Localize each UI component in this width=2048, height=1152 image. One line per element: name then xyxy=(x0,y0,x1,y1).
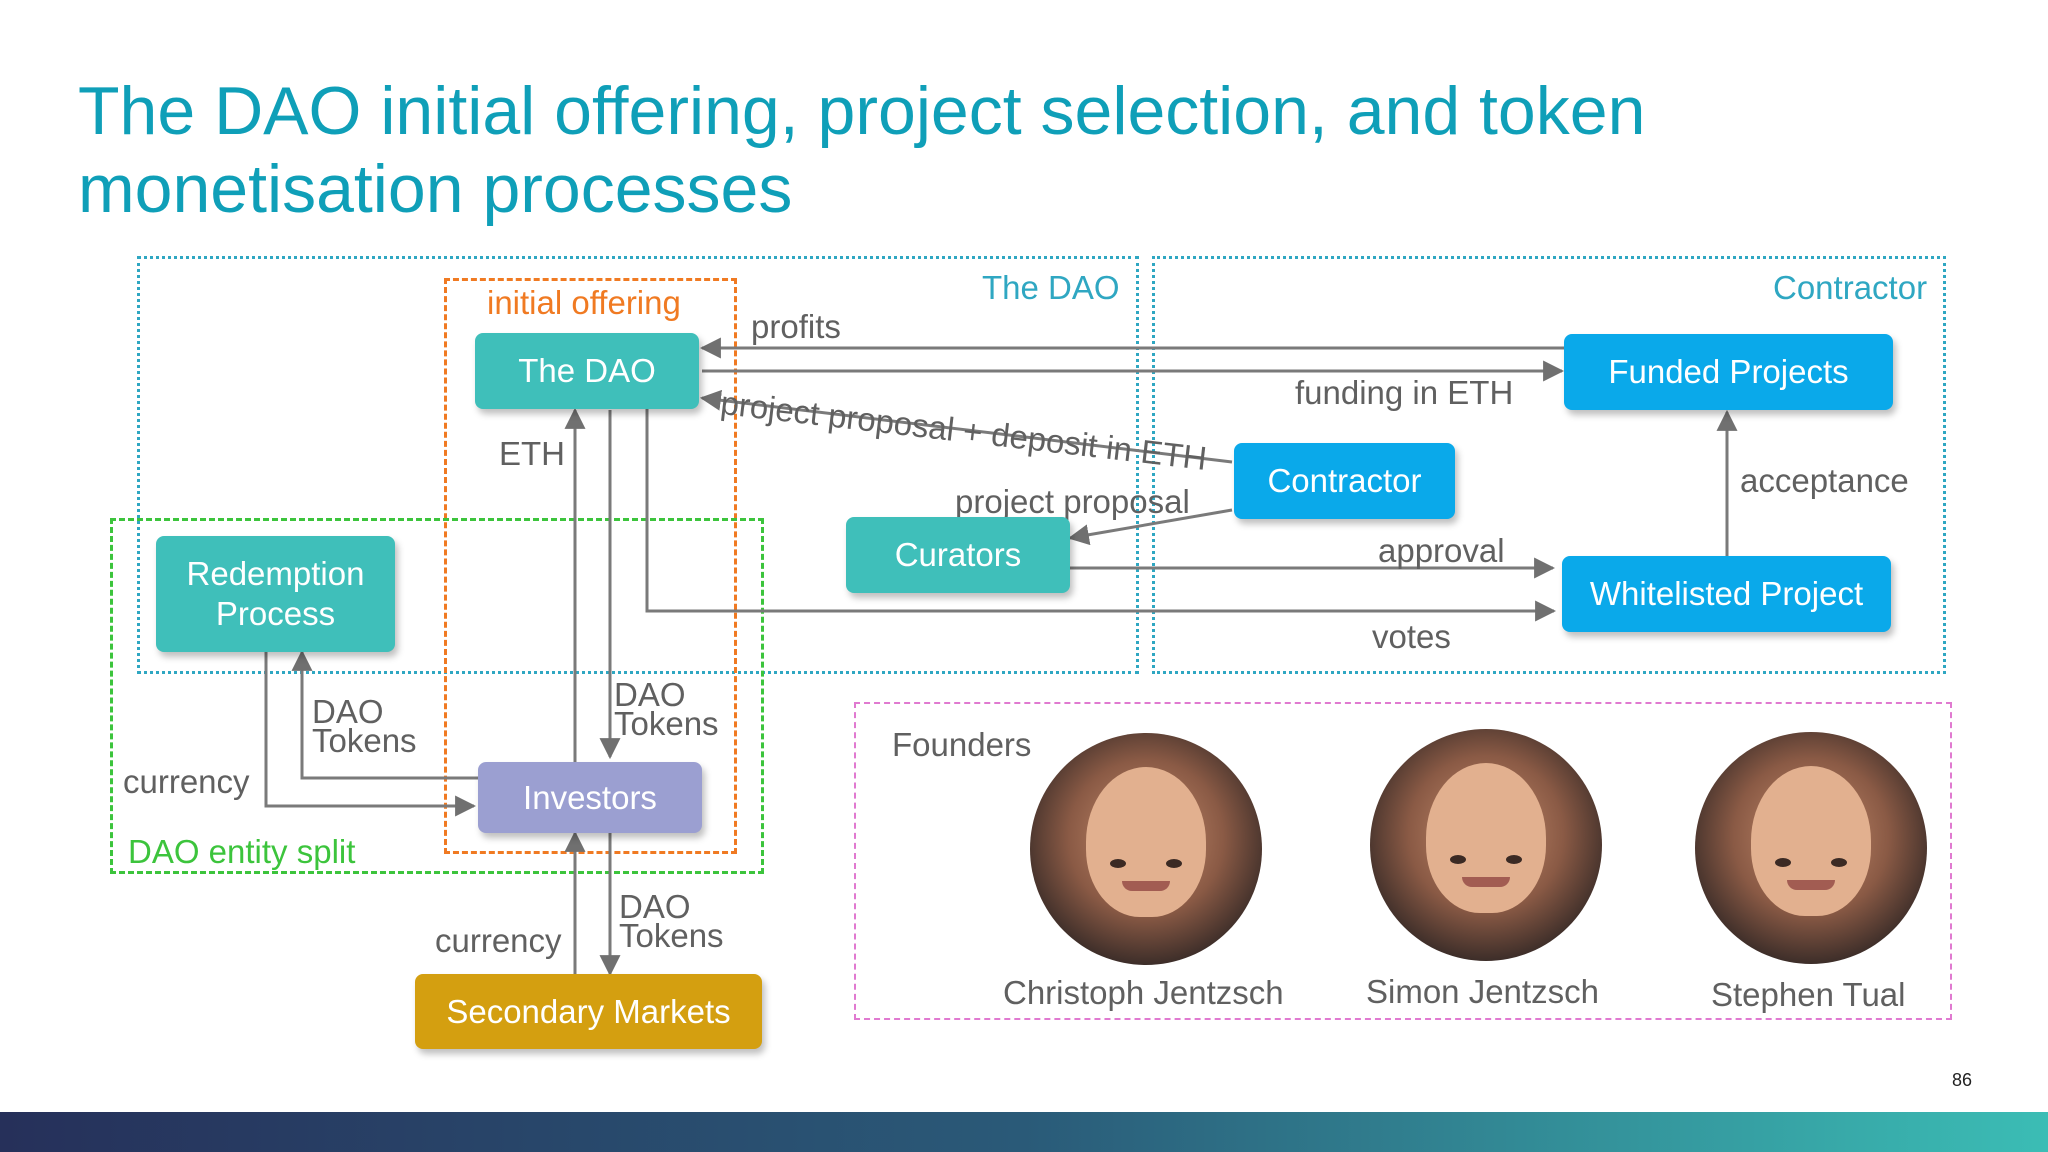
contractor-node: Contractor xyxy=(1234,443,1455,519)
dao-tokens-3-line1: DAO xyxy=(619,888,691,925)
dao-tokens-1-line1: DAO xyxy=(614,676,686,713)
page-number: 86 xyxy=(1952,1070,1973,1090)
votes-label: votes xyxy=(1372,618,1451,655)
edge-votes xyxy=(645,409,1557,622)
dao-tokens-label-3: DAO Tokens xyxy=(619,890,724,952)
initial-offering-region xyxy=(444,278,737,854)
redemption-line1: Redemption xyxy=(186,555,365,592)
the-dao-node: The DAO xyxy=(475,333,699,409)
initial-offering-label: initial offering xyxy=(487,284,681,321)
dao-tokens-label-1: DAO Tokens xyxy=(614,678,719,740)
edge-currency-redemption xyxy=(264,652,477,817)
dao-tokens-2-line1: DAO xyxy=(312,693,384,730)
investors-node: Investors xyxy=(478,762,702,833)
edge-project-proposal xyxy=(1067,508,1233,546)
the-dao-region-label: The DAO xyxy=(982,269,1120,306)
dao-tokens-3-line2: Tokens xyxy=(619,917,724,954)
edge-proposal-deposit xyxy=(699,389,1233,464)
dao-entity-split-region xyxy=(110,518,764,874)
currency-label-2: currency xyxy=(435,922,562,959)
redemption-process-node: Redemption Process xyxy=(156,536,395,652)
title-line-2: monetisation processes xyxy=(78,151,793,227)
funded-projects-node: Funded Projects xyxy=(1564,334,1893,410)
approval-label: approval xyxy=(1378,532,1505,569)
founders-label: Founders xyxy=(892,726,1032,763)
footer-gradient-bar xyxy=(0,1112,2048,1152)
curators-node: Curators xyxy=(846,517,1070,593)
dao-tokens-1-line2: Tokens xyxy=(614,705,719,742)
founder-photo-stephen xyxy=(1695,732,1927,964)
profits-label: profits xyxy=(751,308,841,345)
the-dao-region xyxy=(137,256,1139,674)
contractor-region xyxy=(1152,256,1946,674)
founder-photo-christoph xyxy=(1030,733,1262,965)
contractor-region-label: Contractor xyxy=(1773,269,1928,306)
dao-tokens-label-2: DAO Tokens xyxy=(312,695,417,757)
redemption-line2: Process xyxy=(215,595,336,632)
edge-dao-tokens-redemption xyxy=(291,649,478,780)
whitelisted-project-node: Whitelisted Project xyxy=(1562,556,1891,632)
project-proposal-label: project proposal xyxy=(955,483,1190,520)
title-line-1: The DAO initial offering, project select… xyxy=(78,73,1646,149)
founders-region xyxy=(854,702,1952,1020)
acceptance-label: acceptance xyxy=(1740,462,1909,499)
entity-split-label: DAO entity split xyxy=(128,833,356,870)
funding-label: funding in ETH xyxy=(1295,374,1514,411)
founder-name-christoph: Christoph Jentzsch xyxy=(1003,974,1284,1011)
currency-label-1: currency xyxy=(123,763,250,800)
founder-name-simon: Simon Jentzsch xyxy=(1366,973,1599,1010)
founder-name-stephen: Stephen Tual xyxy=(1711,976,1906,1013)
secondary-markets-node: Secondary Markets xyxy=(415,974,762,1049)
eth-label: ETH xyxy=(499,435,565,472)
dao-tokens-2-line2: Tokens xyxy=(312,722,417,759)
slide-title: The DAO initial offering, project select… xyxy=(78,72,1878,228)
founder-photo-simon xyxy=(1370,729,1602,961)
